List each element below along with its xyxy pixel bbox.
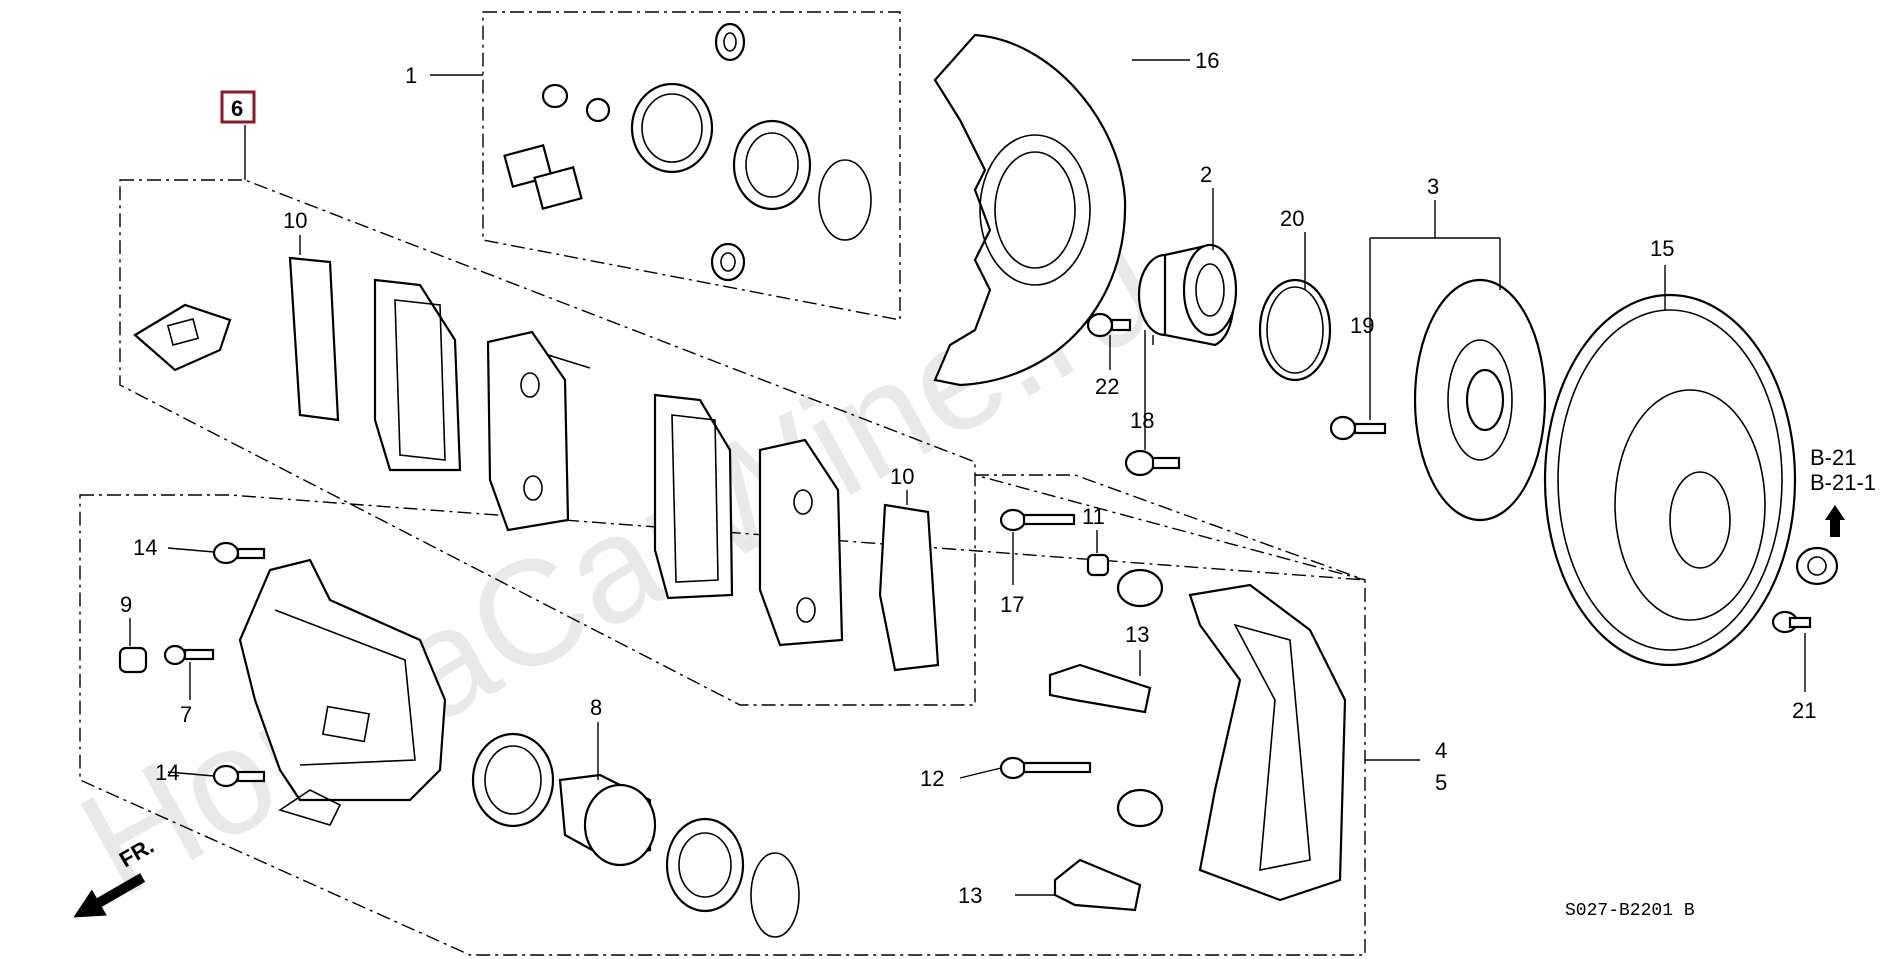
- shim-right: [878, 503, 940, 672]
- shim-left: [288, 256, 340, 422]
- hub-nut: [1795, 546, 1839, 586]
- callout-18: 18: [1130, 408, 1154, 433]
- front-direction-arrow-icon: [73, 873, 146, 918]
- part-6-pad-set: [133, 256, 940, 672]
- pin-12: [999, 756, 1092, 780]
- pin-17: [999, 508, 1076, 532]
- callout-20: 20: [1280, 206, 1304, 231]
- boot-lower: [1116, 788, 1164, 828]
- cap-9: [118, 646, 148, 674]
- bearing-2: [1137, 243, 1238, 347]
- callout-19: 19: [1350, 313, 1374, 338]
- bolt-22: [1086, 312, 1132, 338]
- ref-label-b21-1: B-21-1: [1810, 470, 1876, 495]
- callout-6: 6: [231, 96, 243, 121]
- boot-upper: [1116, 568, 1164, 608]
- diagram-code: S027-B2201 B: [1565, 901, 1695, 921]
- callout-5: 5: [1435, 770, 1447, 795]
- caliper-body: [238, 558, 447, 826]
- callout-15: 15: [1650, 236, 1674, 261]
- splash-shield-16: [933, 33, 1127, 387]
- piston-seal-group: [471, 732, 800, 938]
- hub-3: [1413, 278, 1547, 522]
- screw-21: [1771, 610, 1812, 634]
- bleeder-7: [163, 644, 215, 666]
- leader-lines: [129, 59, 1806, 896]
- clip-13-lower: [1053, 858, 1142, 912]
- snap-ring-20: [1258, 278, 1332, 382]
- kit-box-4-5-top: [974, 474, 1366, 581]
- hub-bolt-19: [1329, 415, 1387, 441]
- callout-1: 1: [405, 63, 417, 88]
- callout-21: 21: [1792, 698, 1816, 723]
- callout-16: 16: [1195, 48, 1219, 73]
- boot-11: [1086, 553, 1110, 577]
- callout-14-lower: 14: [155, 760, 179, 785]
- callout-13-lower: 13: [958, 883, 982, 908]
- pad-outer-b: [653, 393, 734, 600]
- callout-10-upper: 10: [283, 208, 307, 233]
- callout-14-upper: 14: [133, 535, 157, 560]
- bolt-14-lower: [212, 764, 266, 788]
- ref-label-b21: B-21: [1810, 445, 1856, 470]
- callout-9: 9: [120, 592, 132, 617]
- pad-inner-b: [758, 438, 844, 647]
- clip-13-upper: [1048, 663, 1152, 714]
- ref-up-arrow-icon: [1825, 505, 1845, 537]
- callout-10-lower: 10: [890, 464, 914, 489]
- pad-inner-a: [486, 330, 570, 532]
- callout-6-box: [220, 90, 256, 124]
- callout-7: 7: [180, 702, 192, 727]
- kit-box-6: [119, 179, 976, 706]
- pad-outer-a: [373, 278, 462, 472]
- callout-11: 11: [1082, 504, 1105, 529]
- callout-8: 8: [590, 695, 602, 720]
- bolt-18: [1124, 449, 1181, 477]
- callout-17: 17: [1000, 592, 1024, 617]
- callout-4: 4: [1435, 738, 1447, 763]
- callout-22: 22: [1095, 374, 1119, 399]
- brake-disc-15: [1543, 293, 1797, 667]
- callout-2: 2: [1200, 162, 1212, 187]
- callout-3: 3: [1427, 174, 1439, 199]
- callout-12: 12: [920, 766, 944, 791]
- callout-13-upper: 13: [1125, 622, 1149, 647]
- caliper-bracket: [1188, 583, 1347, 902]
- grease-packet: [133, 303, 232, 372]
- part-1-seal-kit: [503, 22, 872, 282]
- bolt-14-upper: [212, 541, 266, 565]
- kit-box-1: [482, 11, 901, 321]
